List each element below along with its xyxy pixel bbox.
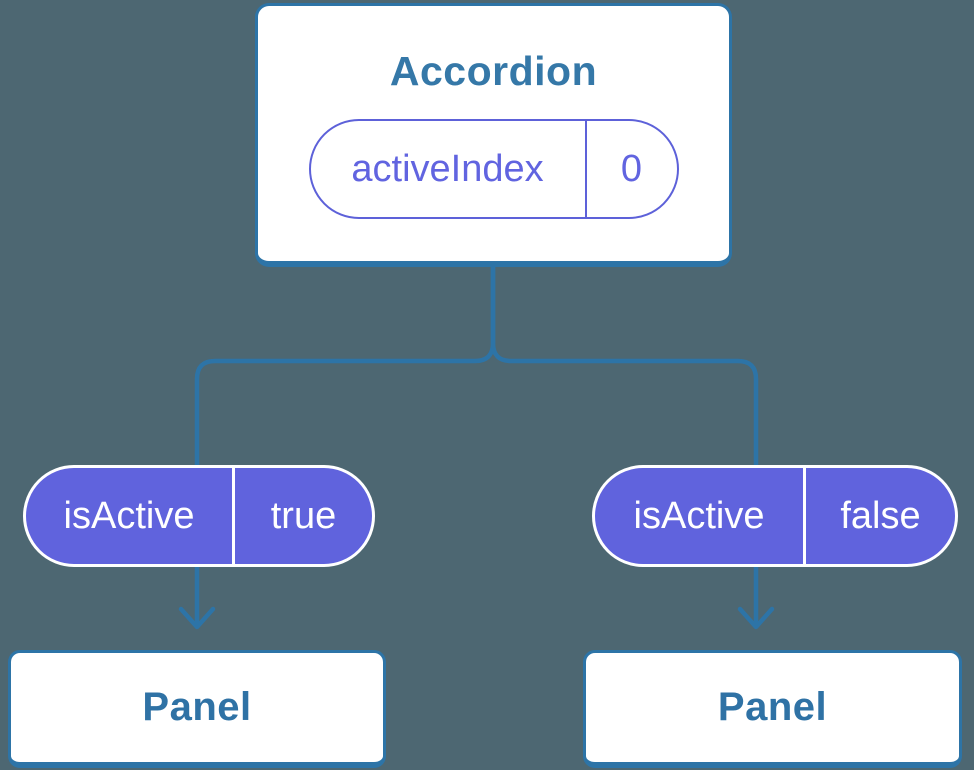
prop-value: true bbox=[270, 494, 337, 537]
component-title: Accordion bbox=[389, 48, 598, 94]
panel-component-node-right: Panel bbox=[583, 650, 962, 768]
accordion-component-node: Accordion activeIndex 0 bbox=[255, 3, 732, 267]
prop-pill-isactive-true: isActive true bbox=[23, 465, 375, 567]
prop-name: isActive bbox=[595, 468, 806, 564]
state-value: 0 bbox=[620, 147, 643, 190]
panel-component-node-left: Panel bbox=[8, 650, 386, 768]
prop-name: isActive bbox=[26, 468, 235, 564]
prop-pill-isactive-false: isActive false bbox=[592, 465, 958, 567]
connector-right-branch bbox=[490, 264, 759, 625]
state-pill-activeindex: activeIndex 0 bbox=[308, 119, 679, 219]
arrowhead-right-icon bbox=[737, 606, 775, 630]
arrowhead-left-icon bbox=[178, 606, 216, 630]
connector-left-branch bbox=[194, 264, 496, 625]
prop-value: false bbox=[840, 494, 921, 537]
state-name: activeIndex bbox=[311, 121, 587, 217]
